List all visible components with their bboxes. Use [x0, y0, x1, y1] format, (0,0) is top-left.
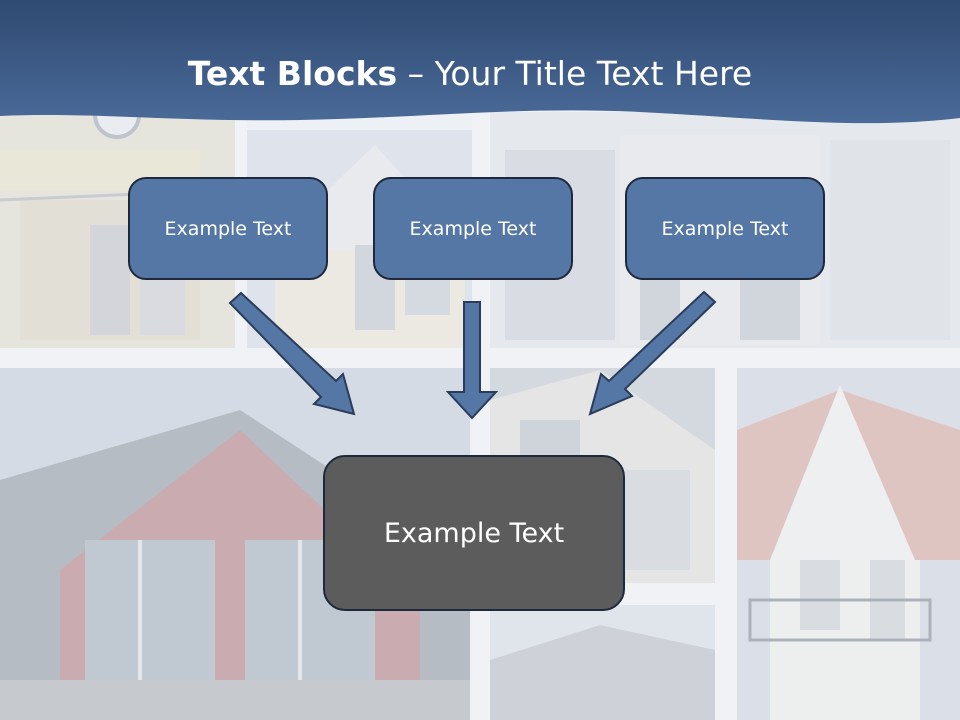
header-band	[0, 0, 960, 124]
text-block-label: Example Text	[164, 217, 292, 240]
text-block-label: Example Text	[661, 217, 789, 240]
arrow-icon-left	[228, 291, 356, 416]
text-block-label: Example Text	[383, 517, 565, 549]
arrow-icon-middle	[445, 301, 499, 420]
arrow-icon-right	[588, 290, 717, 416]
text-block-middle[interactable]: Example Text	[373, 177, 573, 280]
text-block-center[interactable]: Example Text	[323, 455, 625, 611]
text-block-right[interactable]: Example Text	[625, 177, 825, 280]
title-dash: –	[407, 54, 425, 93]
text-block-label: Example Text	[409, 217, 537, 240]
title-bold-part: Text Blocks	[187, 54, 398, 93]
photo-tile-gable-villa	[737, 368, 960, 720]
text-block-left[interactable]: Example Text	[128, 177, 328, 280]
title-rest: Your Title Text Here	[434, 54, 753, 93]
slide-title: Text Blocks – Your Title Text Here	[0, 52, 940, 96]
